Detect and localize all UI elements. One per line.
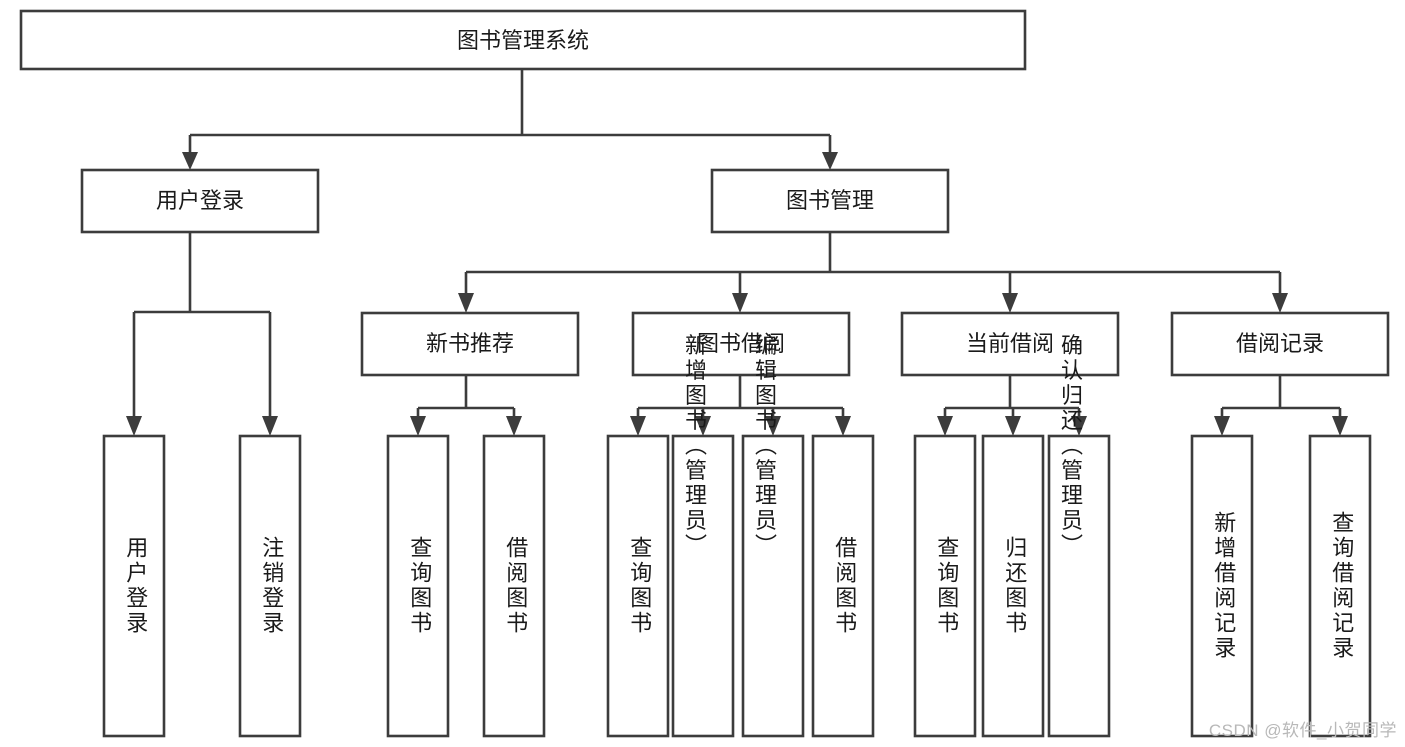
node-book-manage[interactable]: 图书管理 [710, 168, 950, 234]
node-leaf-user-login[interactable]: 用户登录 [102, 434, 166, 738]
node-root-system[interactable]: 图书管理系统 [19, 9, 1027, 71]
node-leaf-br-add-record[interactable]: 新增借阅记录 [1190, 434, 1254, 738]
node-book-manage-label: 图书管理 [786, 188, 874, 213]
node-leaf-user-login-label: 用户登录 [123, 536, 148, 636]
arrowhead-current-borrow [1002, 293, 1018, 313]
connector-group-current-borrow [937, 375, 1087, 436]
connector-group-book-manage [458, 232, 1288, 313]
node-leaf-cb-confirm-return-box[interactable] [1047, 434, 1111, 738]
arrowhead-bb-leaf-2 [695, 416, 711, 436]
node-leaf-bb-borrow-book[interactable]: 借阅图书 [811, 434, 875, 738]
node-book-borrow[interactable]: 图书借阅 [631, 311, 851, 377]
node-leaf-bb-add-book-label: 新增图书（管理员） [682, 334, 707, 559]
node-leaf-nb-borrow-book-box[interactable] [482, 434, 546, 738]
node-current-borrow-label: 当前借阅 [966, 331, 1054, 356]
arrowhead-leaf-user-login [126, 416, 142, 436]
node-root-box[interactable] [19, 9, 1027, 71]
node-leaf-bb-query-book-label: 查询图书 [627, 536, 652, 636]
node-user-login-box[interactable] [80, 168, 320, 234]
node-leaf-bb-add-book[interactable]: 新增图书（管理员） [671, 334, 735, 738]
arrowhead-cb-leaf-2 [1005, 416, 1021, 436]
node-leaf-br-query-record-box[interactable] [1308, 434, 1372, 738]
arrowhead-bb-leaf-3 [765, 416, 781, 436]
node-book-manage-box[interactable] [710, 168, 950, 234]
connector-group-root [182, 69, 838, 170]
node-new-book-recommend-box[interactable] [360, 311, 580, 377]
node-leaf-cb-query-book[interactable]: 查询图书 [913, 434, 977, 738]
node-leaf-br-query-record-label: 查询借阅记录 [1329, 511, 1354, 661]
connector-group-book-borrow [630, 375, 851, 436]
node-leaf-cb-return-book[interactable]: 归还图书 [981, 434, 1045, 738]
arrowhead-book-borrow [732, 293, 748, 313]
arrowhead-nb-leaf-2 [506, 416, 522, 436]
node-leaf-br-add-record-label: 新增借阅记录 [1211, 511, 1236, 661]
connector-group-borrow-record [1214, 375, 1348, 436]
node-leaf-bb-borrow-book-label: 借阅图书 [832, 536, 857, 636]
node-leaf-nb-query-book-label: 查询图书 [407, 536, 432, 636]
node-leaf-nb-borrow-book-label: 借阅图书 [503, 536, 528, 636]
node-leaf-cb-return-book-box[interactable] [981, 434, 1045, 738]
arrowhead-bb-leaf-1 [630, 416, 646, 436]
node-leaf-nb-query-book[interactable]: 查询图书 [386, 434, 450, 738]
node-leaf-bb-add-book-box[interactable] [671, 434, 735, 738]
node-new-book-recommend[interactable]: 新书推荐 [360, 311, 580, 377]
arrowhead-bb-leaf-4 [835, 416, 851, 436]
node-user-login-label: 用户登录 [156, 188, 244, 213]
node-leaf-cb-query-book-label: 查询图书 [934, 536, 959, 636]
node-leaf-cb-confirm-return[interactable]: 确认归还（管理员） [1047, 334, 1111, 738]
node-leaf-nb-query-book-box[interactable] [386, 434, 450, 738]
node-leaf-bb-borrow-book-box[interactable] [811, 434, 875, 738]
connector-group-user-login [126, 232, 278, 436]
node-leaf-bb-edit-book[interactable]: 编辑图书（管理员） [741, 334, 805, 738]
node-leaf-user-login-box[interactable] [102, 434, 166, 738]
node-leaf-logout[interactable]: 注销登录 [238, 434, 302, 738]
node-leaf-cb-confirm-return-label: 确认归还（管理员） [1058, 334, 1083, 559]
node-leaf-logout-label: 注销登录 [259, 536, 284, 636]
arrowhead-cb-leaf-1 [937, 416, 953, 436]
node-new-book-recommend-label: 新书推荐 [426, 331, 514, 356]
node-book-borrow-box[interactable] [631, 311, 851, 377]
arrowhead-leaf-logout [262, 416, 278, 436]
arrowhead-br-leaf-2 [1332, 416, 1348, 436]
node-leaf-nb-borrow-book[interactable]: 借阅图书 [482, 434, 546, 738]
arrowhead-nb-leaf-1 [410, 416, 426, 436]
node-current-borrow[interactable]: 当前借阅 [900, 311, 1120, 377]
node-leaf-cb-query-book-box[interactable] [913, 434, 977, 738]
connector-group-new-book [410, 375, 522, 436]
node-leaf-bb-edit-book-box[interactable] [741, 434, 805, 738]
arrowhead-borrow-record [1272, 293, 1288, 313]
node-borrow-record-label: 借阅记录 [1236, 331, 1324, 356]
node-leaf-bb-query-book[interactable]: 查询图书 [606, 434, 670, 738]
node-leaf-logout-box[interactable] [238, 434, 302, 738]
arrowhead-user-login [182, 152, 198, 170]
node-leaf-bb-edit-book-label: 编辑图书（管理员） [752, 334, 777, 559]
node-leaf-bb-query-book-box[interactable] [606, 434, 670, 738]
arrowhead-new-book-recommend [458, 293, 474, 313]
node-root-label: 图书管理系统 [457, 28, 589, 53]
node-borrow-record[interactable]: 借阅记录 [1170, 311, 1390, 377]
arrowhead-book-manage [822, 152, 838, 170]
node-current-borrow-box[interactable] [900, 311, 1120, 377]
node-leaf-br-add-record-box[interactable] [1190, 434, 1254, 738]
node-leaf-cb-return-book-label: 归还图书 [1002, 536, 1027, 636]
node-borrow-record-box[interactable] [1170, 311, 1390, 377]
arrowhead-br-leaf-1 [1214, 416, 1230, 436]
arrowhead-cb-leaf-3 [1071, 416, 1087, 436]
node-leaf-br-query-record[interactable]: 查询借阅记录 [1308, 434, 1372, 738]
node-user-login[interactable]: 用户登录 [80, 168, 320, 234]
node-book-borrow-label: 图书借阅 [697, 331, 785, 356]
